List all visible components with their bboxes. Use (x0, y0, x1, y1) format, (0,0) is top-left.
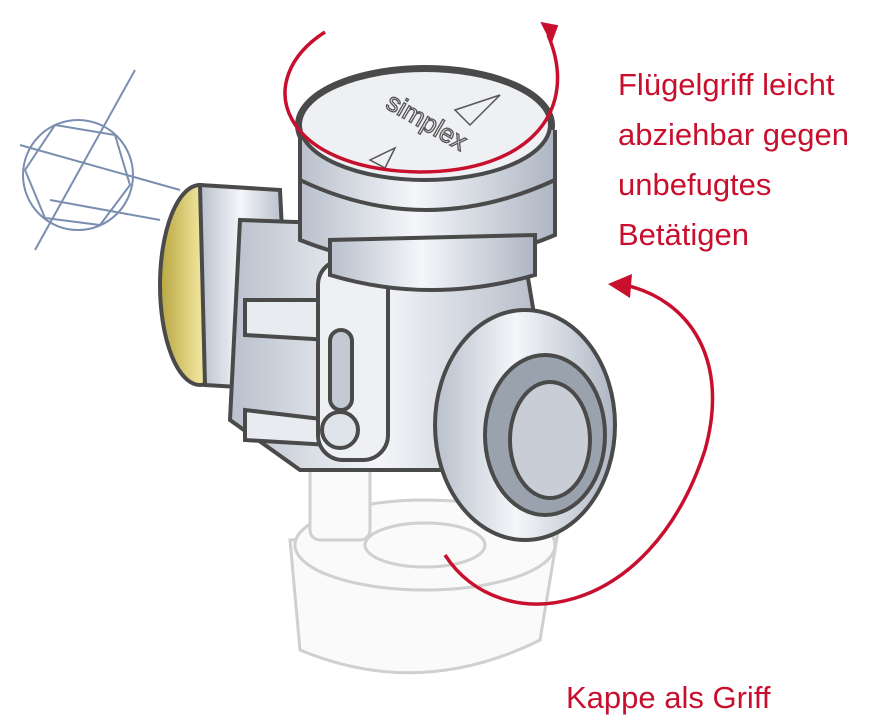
outlet-port (433, 308, 617, 542)
annotation-kappe: Kappe als Griff (566, 680, 771, 715)
rotation-arrow-bottom (443, 274, 715, 606)
annotation-line: Betätigen (618, 217, 749, 252)
valve-symbol-sketch (19, 69, 181, 251)
annotation-fluegelgriff: Flügelgriff leicht abziehbar gegen unbef… (618, 60, 868, 260)
annotation-line: Flügelgriff leicht (618, 67, 835, 102)
cap-handle: simplex (295, 65, 557, 292)
annotation-line: unbefugtes (618, 167, 772, 202)
annotation-line: abziehbar gegen (618, 117, 849, 152)
rotation-arrow-top (283, 21, 560, 174)
